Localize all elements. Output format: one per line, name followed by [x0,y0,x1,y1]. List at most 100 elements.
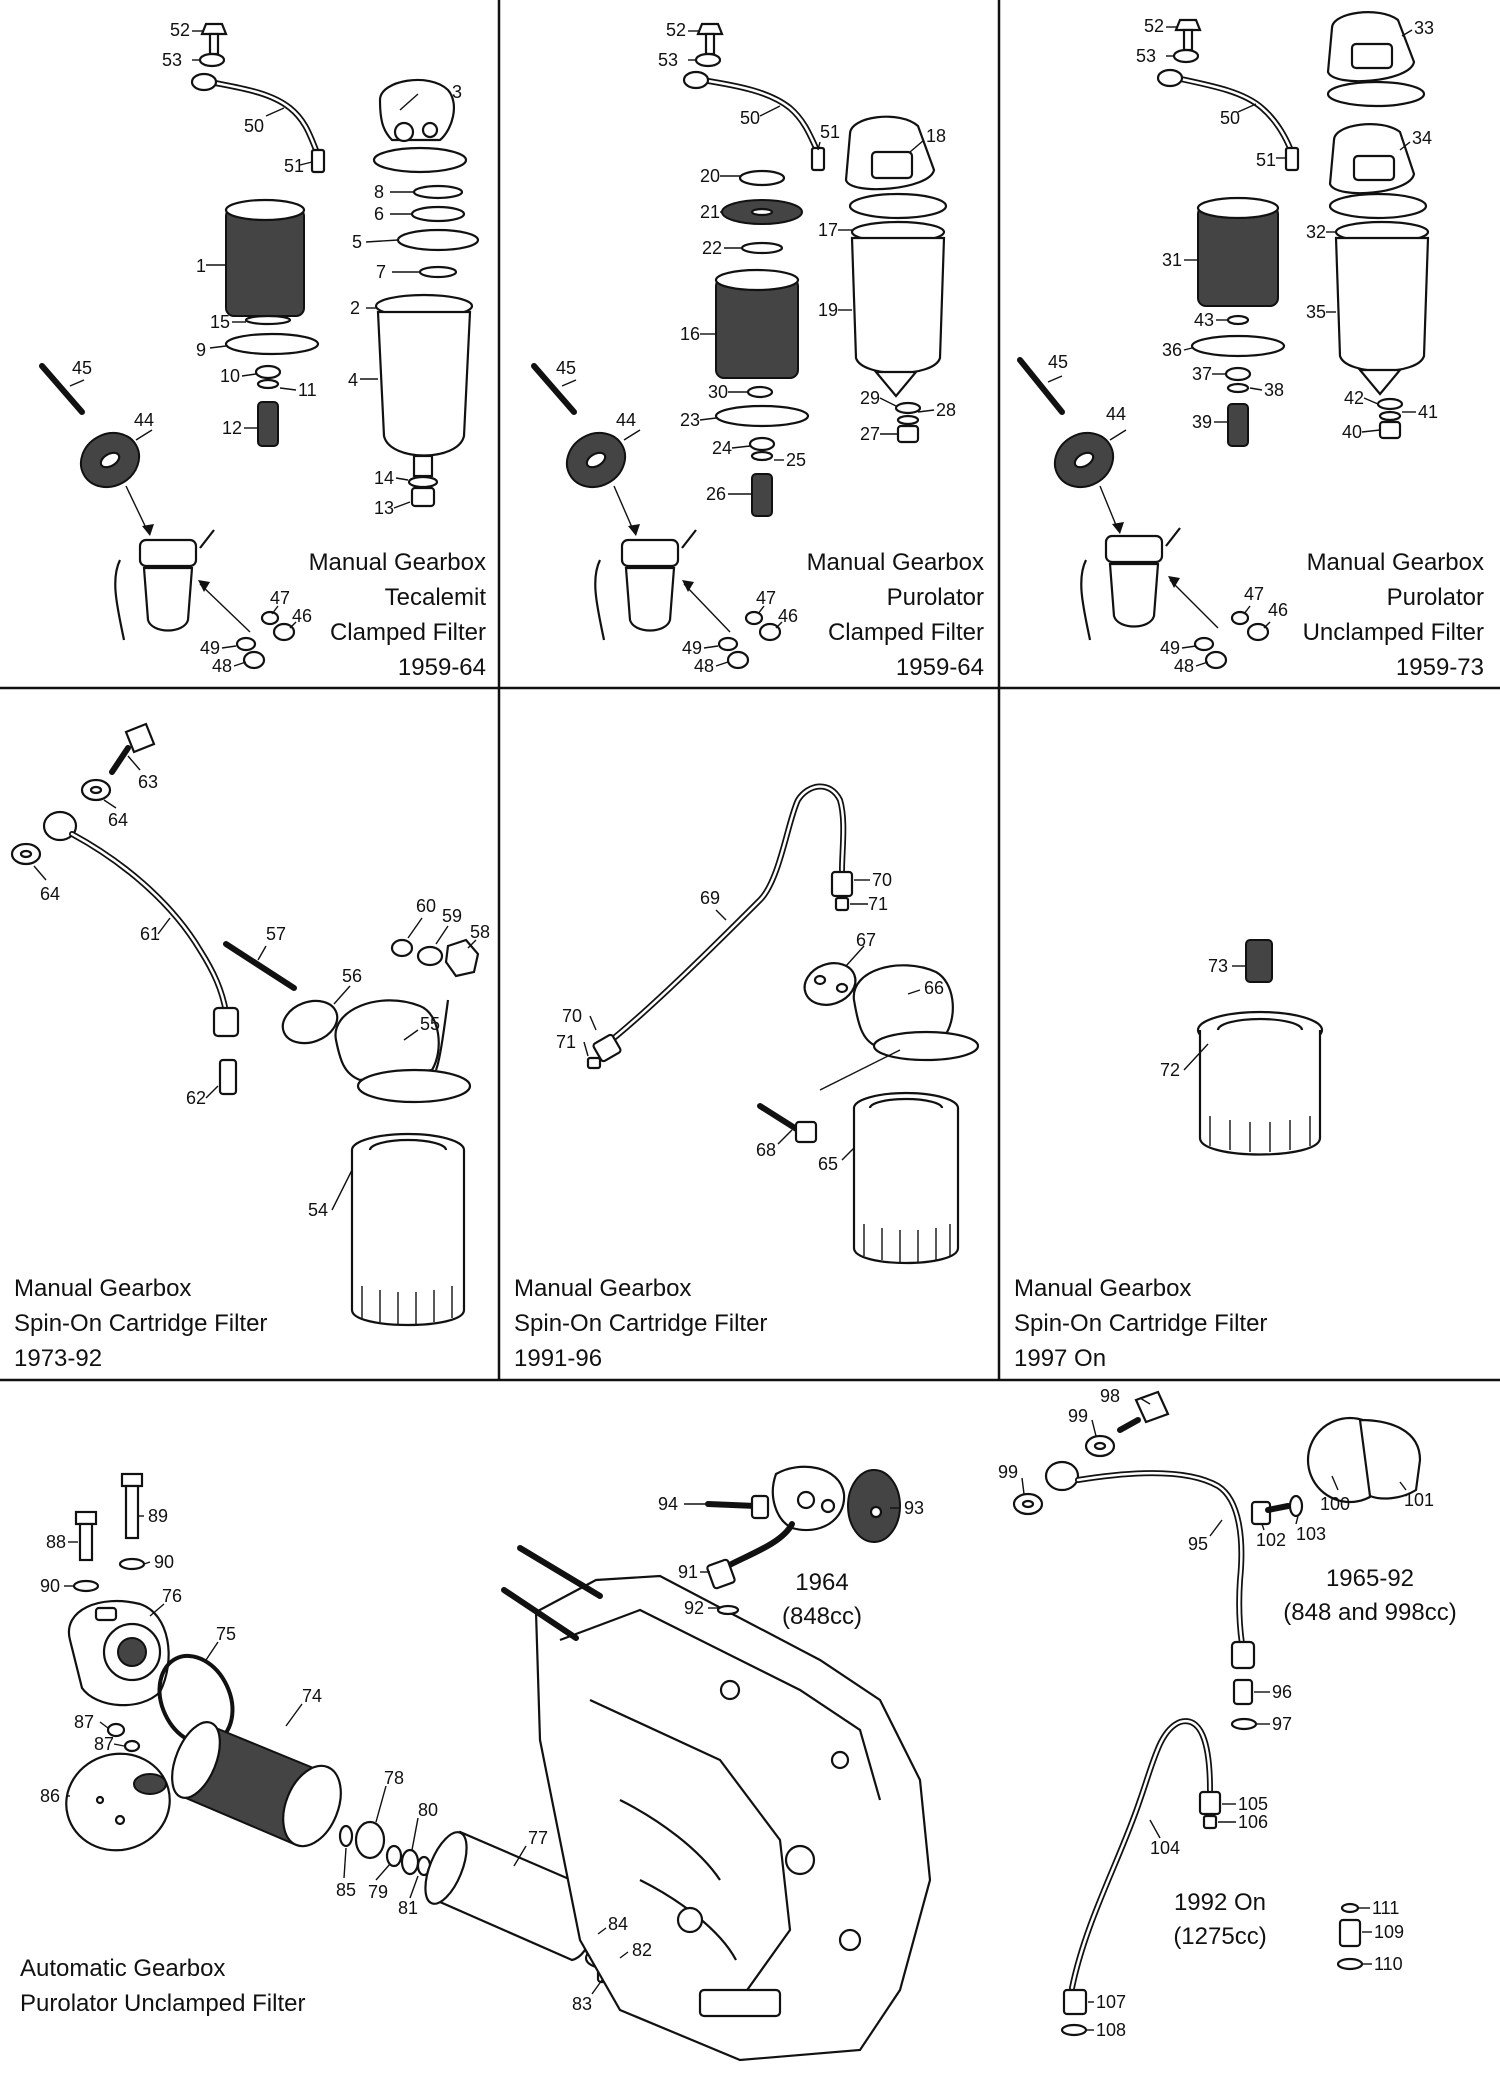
panel-spin-on-1973-92 [10,722,480,1327]
seal-43 [1226,314,1250,326]
banjo-bolt-63 [124,722,156,754]
callout: 35 [1306,302,1326,322]
head-flange [848,192,948,220]
oil-pipe-69 [601,783,847,1049]
centre-bolt-13 [410,486,436,508]
callout: 44 [1106,404,1126,424]
callout: 78 [384,1768,404,1788]
panel-purolator-unclamped [1017,11,1430,670]
caption-line: 1991-96 [514,1345,602,1372]
pipe-union-51 [310,148,326,174]
seal-110 [1336,1957,1364,1971]
callout: 49 [200,638,220,658]
callout-labels: 52 53 50 51 3 8 6 5 7 1 2 4 15 9 10 11 1… [40,16,1438,2040]
caption-line: Spin-On Cartridge Filter [14,1310,267,1337]
callout: 16 [680,324,700,344]
spring-12 [257,401,279,447]
callout: 14 [374,468,394,488]
bowl-taper [873,370,919,398]
nut-46 [272,622,296,642]
callout: 90 [40,1576,60,1596]
callout: 40 [1342,422,1362,442]
leaders-p4 [33,755,477,1211]
washer-78 [354,1820,386,1860]
callout: 47 [756,588,776,608]
leaders-p1 [69,30,420,667]
callout: 45 [1048,352,1068,372]
seal-85 [338,1824,354,1848]
adaptor-66 [852,964,954,1048]
plate-86 [65,1752,171,1852]
callout: 6 [374,204,384,224]
washer-53 [1172,48,1200,64]
callout: 100 [1320,1494,1350,1514]
callout: 4 [348,370,358,390]
callout: 38 [1264,380,1284,400]
callout: 47 [1244,584,1264,604]
caption-line: Manual Gearbox [807,549,984,576]
filter-element-16 [715,277,799,379]
callout: 2 [350,298,360,318]
callout: 91 [678,1562,698,1582]
seal-24 [748,436,776,452]
subcaption-line: (1275cc) [1173,1923,1266,1950]
seal-30 [746,385,774,399]
leaders-p6 [1183,965,1246,1071]
callout: 105 [1238,1794,1268,1814]
installed-head [620,538,680,568]
filter-head-3 [378,78,456,142]
gasket-93 [847,1469,901,1543]
caption-line: Manual Gearbox [1307,549,1484,576]
callout: 65 [818,1154,838,1174]
callout: 109 [1374,1922,1404,1942]
cartridge-ribs [361,1286,453,1324]
callout: 53 [1136,46,1156,66]
callout: 74 [302,1686,322,1706]
callout: 108 [1096,2020,1126,2040]
callout: 87 [74,1712,94,1732]
subcaption-line: 1992 On [1174,1889,1266,1916]
callout: 49 [1160,638,1180,658]
ring-20 [738,169,786,187]
callout: 101 [1404,1490,1434,1510]
callout: 51 [820,122,840,142]
callout: 84 [608,1914,628,1934]
callout: 48 [694,656,714,676]
filter-element-31 [1197,205,1279,307]
callout: 71 [868,894,888,914]
callout: 77 [528,1828,548,1848]
cartridge-ribs [863,1224,951,1262]
seal-87 [106,1722,126,1738]
seal-87b [123,1739,141,1753]
callout: 58 [470,922,490,942]
bowl-stem [412,454,434,478]
pipe-banjo [42,810,78,842]
callout: 62 [186,1088,206,1108]
callout: 45 [556,358,576,378]
callout: 82 [632,1940,652,1960]
filter-bowl-4 [376,310,472,457]
seal-37 [1224,366,1252,382]
callout: 3 [452,82,462,102]
callout: 111 [1372,1898,1399,1918]
washer-53 [694,52,722,68]
threaded-stud-73 [1245,939,1273,983]
seal-103 [1288,1494,1304,1518]
caption-line: 1959-73 [1396,654,1484,681]
bolt-94 [705,1501,759,1509]
caption-line: Manual Gearbox [1014,1275,1191,1302]
spring-26 [751,473,773,517]
callout: 92 [684,1598,704,1618]
seal-79 [385,1844,403,1868]
caption-line: Automatic Gearbox [20,1955,225,1982]
nut-48 [1204,650,1228,670]
callout: 94 [658,1494,678,1514]
callout: 7 [376,262,386,282]
callout: 106 [1238,1812,1268,1832]
caption-line: Clamped Filter [330,619,486,646]
callout: 93 [904,1498,924,1518]
casing-stud-1 [517,1545,603,1599]
union-96 [1232,1678,1254,1706]
callout: 53 [658,50,678,70]
